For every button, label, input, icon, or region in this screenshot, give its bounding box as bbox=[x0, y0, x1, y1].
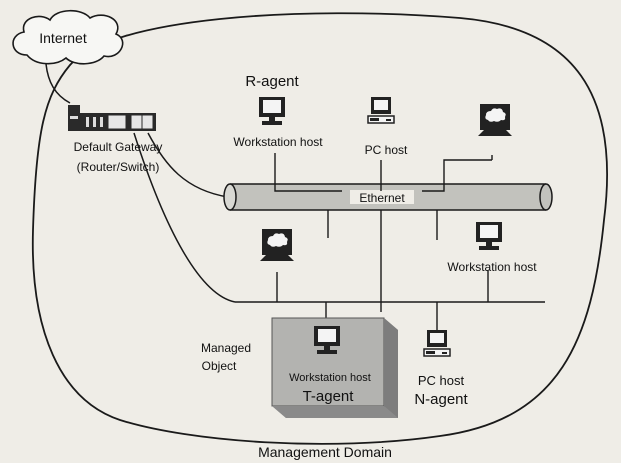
managed-object-box bbox=[271, 317, 398, 418]
workstation-monitor-icon bbox=[259, 97, 285, 125]
pc-desktop-icon bbox=[367, 96, 395, 124]
workstation-host-box-label: Workstation host bbox=[289, 372, 371, 384]
router-bus-link bbox=[133, 132, 236, 303]
workstation-host-right-label: Workstation host bbox=[447, 260, 537, 274]
workstation-monitor-icon bbox=[476, 222, 502, 250]
pc-host-bottom-label: PC host bbox=[418, 373, 465, 388]
router-ethernet-link bbox=[147, 132, 229, 198]
terminal-cloud-icon bbox=[260, 229, 294, 261]
t-agent-label: T-agent bbox=[303, 388, 355, 405]
router-switch-icon bbox=[68, 105, 156, 131]
internet-link bbox=[45, 63, 71, 104]
pc-desktop-icon bbox=[423, 329, 451, 357]
gateway-label-1: Default Gateway bbox=[74, 140, 163, 154]
gateway-label-2: (Router/Switch) bbox=[77, 160, 160, 174]
terminal-cloud-icon bbox=[478, 104, 512, 136]
ethernet-label: Ethernet bbox=[359, 191, 405, 205]
r-agent-label: R-agent bbox=[245, 73, 299, 90]
pc-host-top-label: PC host bbox=[365, 143, 408, 157]
internet-label: Internet bbox=[39, 30, 87, 46]
workstation-host-top-label: Workstation host bbox=[233, 135, 323, 149]
management-domain-label: Management Domain bbox=[258, 444, 392, 460]
internet-cloud bbox=[12, 9, 124, 65]
ethernet-label-bg bbox=[350, 190, 414, 204]
n-agent-label: N-agent bbox=[414, 391, 468, 408]
managed-object-label-2: Object bbox=[202, 359, 237, 373]
managed-object-label-1: Managed bbox=[201, 341, 251, 355]
management-domain-boundary bbox=[31, 12, 608, 445]
